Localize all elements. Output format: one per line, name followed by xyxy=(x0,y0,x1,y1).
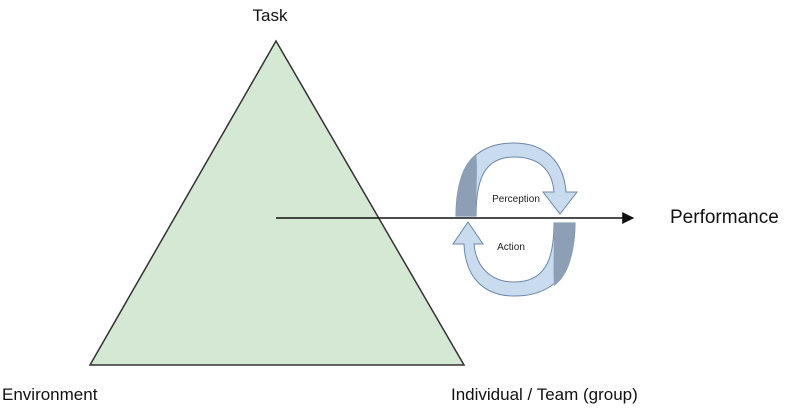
label-task: Task xyxy=(253,6,288,25)
triangle xyxy=(88,39,466,366)
action-arrow xyxy=(452,221,576,297)
label-individual-team: Individual / Team (group) xyxy=(451,385,638,404)
label-performance: Performance xyxy=(670,207,779,228)
action-arrow-shade xyxy=(553,223,575,286)
perception-arrow xyxy=(455,142,579,217)
label-perception: Perception xyxy=(492,194,540,205)
perception-arrow-shade xyxy=(456,154,477,216)
label-action: Action xyxy=(497,242,525,253)
label-environment: Environment xyxy=(2,385,98,404)
perception-action-cycle xyxy=(452,142,579,297)
